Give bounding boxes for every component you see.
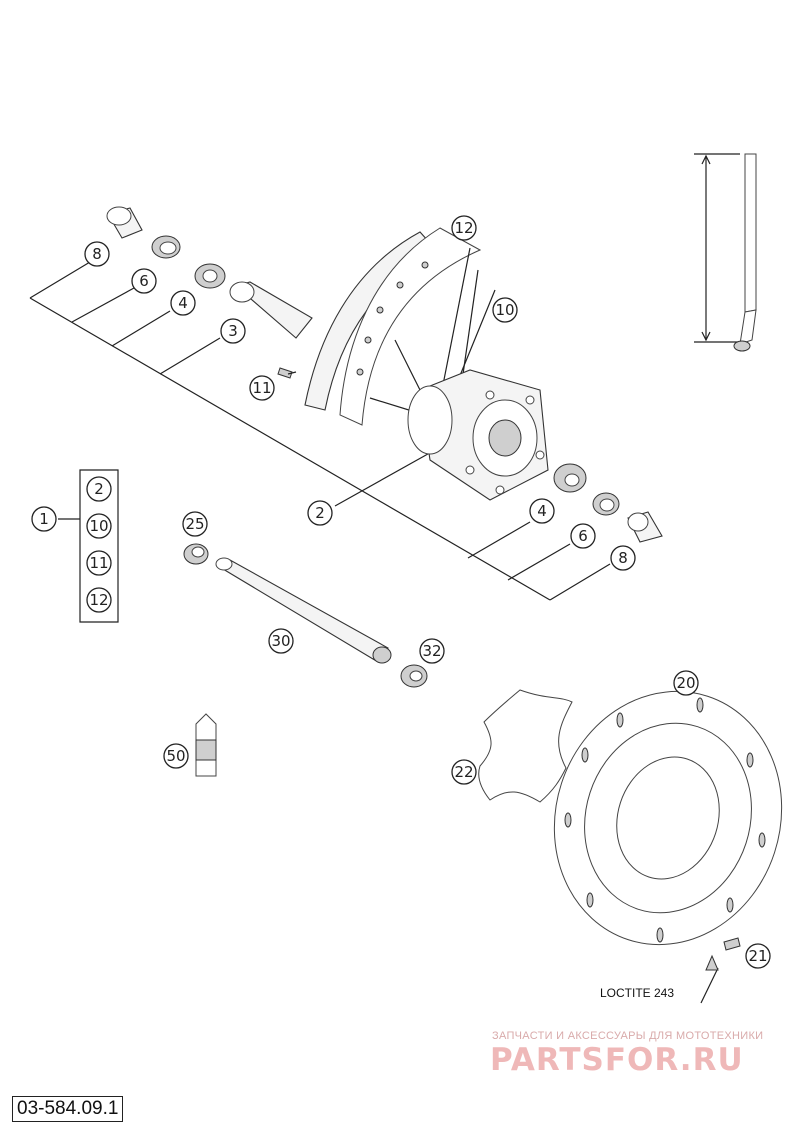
seal-ring-bottom-icon (592, 492, 620, 516)
callout-8-top: 8 (84, 241, 110, 267)
svg-text:2: 2 (94, 480, 104, 498)
callout-3: 3 (220, 318, 246, 344)
callout-22: 22 (451, 759, 477, 785)
nipple-screw-icon (277, 367, 297, 379)
callout-2: 2 (307, 500, 333, 526)
svg-text:12: 12 (454, 219, 473, 237)
callout-2-group: 2 (86, 476, 112, 502)
disc-screw-icon (705, 937, 741, 971)
svg-text:8: 8 (92, 245, 102, 263)
svg-text:50: 50 (166, 747, 185, 765)
grease-tube-icon (195, 713, 217, 777)
svg-text:22: 22 (454, 763, 473, 781)
disc-spacer-icon (478, 689, 573, 803)
svg-text:10: 10 (495, 301, 514, 319)
loctite-note: LOCTITE 243 (600, 986, 675, 1000)
callout-1: 1 (31, 506, 57, 532)
callout-32: 32 (419, 638, 445, 664)
svg-text:21: 21 (748, 947, 767, 965)
rim-icon (304, 227, 482, 426)
svg-text:6: 6 (139, 272, 149, 290)
bushing-top-icon (106, 206, 143, 239)
svg-text:6: 6 (578, 527, 588, 545)
callout-6-bottom: 6 (570, 523, 596, 549)
callout-4-bottom: 4 (529, 498, 555, 524)
bearing-top-icon (194, 263, 226, 289)
bushing-bottom-icon (627, 511, 663, 543)
svg-text:25: 25 (185, 515, 204, 533)
seal-ring-top-icon (151, 235, 181, 259)
callout-8-bottom: 8 (610, 545, 636, 571)
callout-4-top: 4 (170, 290, 196, 316)
svg-text:3: 3 (228, 322, 238, 340)
callout-25: 25 (182, 511, 208, 537)
diagram-code: 03-584.09.1 (12, 1096, 124, 1122)
leader-lines (29, 261, 719, 1004)
spoke-gauge (694, 153, 757, 352)
callout-21: 21 (745, 943, 771, 969)
callout-11-group: 11 (86, 550, 112, 576)
svg-text:12: 12 (89, 591, 108, 609)
svg-text:20: 20 (676, 674, 695, 692)
callout-12-group: 12 (86, 587, 112, 613)
bearing-bottom-icon (553, 463, 587, 493)
axle-icon (215, 557, 392, 664)
nut-25-icon (183, 543, 209, 565)
callout-10-group: 10 (86, 513, 112, 539)
svg-text:11: 11 (252, 379, 271, 397)
svg-text:1: 1 (39, 510, 49, 528)
watermark-tagline: ЗАПЧАСТИ И АКСЕССУАРЫ ДЛЯ МОТОТЕХНИКИ (492, 1030, 764, 1042)
callout-6-top: 6 (131, 268, 157, 294)
nut-32-icon (400, 664, 428, 688)
callout-50: 50 (163, 743, 189, 769)
brake-disc-icon (553, 690, 783, 946)
watermark-brand: PARTSFOR.RU (490, 1042, 744, 1078)
group-bracket (79, 469, 119, 623)
svg-text:8: 8 (618, 549, 628, 567)
callout-12: 12 (451, 215, 477, 241)
callout-30: 30 (268, 628, 294, 654)
svg-text:2: 2 (315, 504, 325, 522)
svg-text:30: 30 (271, 632, 290, 650)
svg-text:4: 4 (537, 502, 547, 520)
svg-text:10: 10 (89, 517, 108, 535)
svg-text:4: 4 (178, 294, 188, 312)
svg-text:32: 32 (422, 642, 441, 660)
callout-11: 11 (249, 375, 275, 401)
callout-10: 10 (492, 297, 518, 323)
svg-text:11: 11 (89, 554, 108, 572)
hub-icon (407, 369, 549, 501)
spacer-sleeve-icon (229, 281, 313, 339)
callout-20: 20 (673, 670, 699, 696)
